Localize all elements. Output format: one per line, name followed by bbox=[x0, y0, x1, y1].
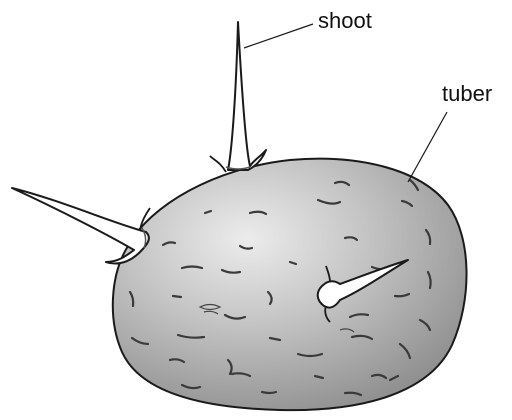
shoot-leader-line bbox=[244, 24, 313, 48]
tuber-label: tuber bbox=[442, 83, 492, 105]
shoot-label: shoot bbox=[318, 10, 372, 32]
tuber-body bbox=[113, 159, 467, 410]
shoot-left bbox=[12, 188, 150, 264]
tuber-leader-line bbox=[408, 112, 447, 182]
shoot-top bbox=[210, 22, 266, 172]
